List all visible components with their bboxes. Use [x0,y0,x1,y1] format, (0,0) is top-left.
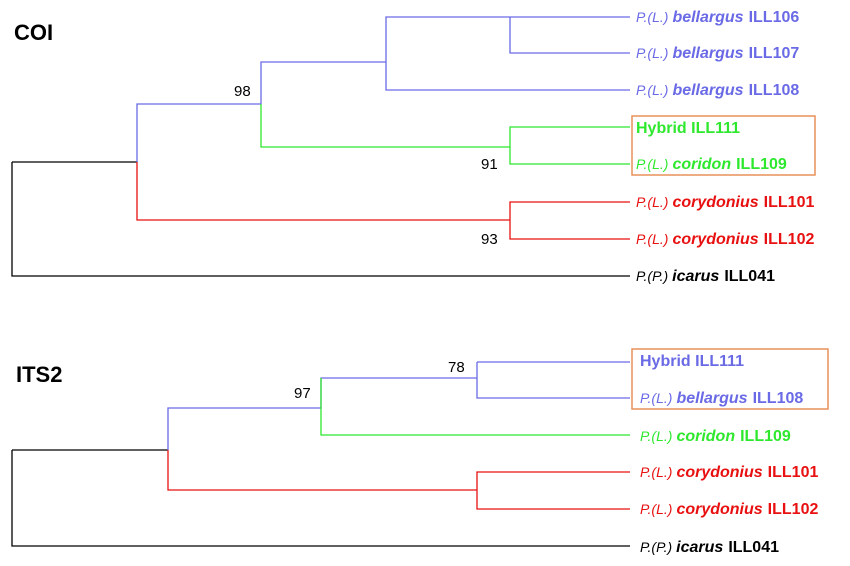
taxon-code: ILL102 [768,501,819,518]
taxon-species: corydonius [672,194,758,211]
taxon-label: P.(P.)icarus ILL041 [636,268,775,285]
taxon-code: ILL041 [728,539,779,556]
its2-corydonius-branch [167,450,630,510]
taxon-species: icarus [676,539,723,556]
taxon-species: bellargus [676,390,747,407]
taxon-code: ILL101 [764,194,815,211]
coi-root-branch [11,161,630,277]
taxon-species: corydonius [672,231,758,248]
taxon-genus: P.(L.) [636,82,668,98]
taxon-label: P.(L.)coridon ILL109 [640,428,791,445]
taxon-label: P.(L.)corydonius ILL102 [640,501,818,518]
taxon-code: ILL101 [768,464,819,481]
taxon-species: bellargus [672,45,743,62]
taxon-genus: P.(L.) [636,231,668,247]
coi-panel-title: COI [14,20,53,45]
taxon-genus: P.(P.) [636,268,668,284]
coi-support-label: 93 [481,231,498,248]
taxon-species: bellargus [672,82,743,99]
coi-bellargus-branch [136,16,630,162]
taxon-species: corydonius [676,501,762,518]
taxon-code: ILL102 [764,231,815,248]
taxon-genus: P.(L.) [640,501,672,517]
taxon-code: ILL106 [749,9,800,26]
taxon-label: Hybrid ILL111 [640,353,744,370]
coi-highlight-box [631,115,816,176]
taxon-code: ILL109 [740,428,791,445]
coi-tree-branches [11,16,630,277]
taxon-label: P.(L.)corydonius ILL101 [640,464,818,481]
its2-support-label: 97 [294,385,311,402]
its2-bellargus-branch [167,361,630,450]
taxon-genus: P.(L.) [636,9,668,25]
coi-support-label: 91 [481,156,498,173]
taxon-species: coridon [672,156,731,173]
its2-coridon-branch [320,378,630,436]
taxon-label: P.(L.)corydonius ILL102 [636,231,814,248]
taxon-code: ILL041 [724,268,775,285]
taxon-genus: P.(L.) [636,194,668,210]
taxon-genus: P.(P.) [640,539,672,555]
coi-support-label: 98 [234,83,251,100]
taxon-genus: P.(L.) [640,428,672,444]
taxon-species: corydonius [676,464,762,481]
taxon-code: Hybrid ILL111 [636,120,740,137]
its2-tree-branches [11,361,630,547]
taxon-label: Hybrid ILL111 [636,120,740,137]
taxon-code: ILL109 [736,156,787,173]
taxon-label: P.(L.)coridon ILL109 [636,156,787,173]
its2-highlight-box [631,348,829,410]
taxon-code: ILL107 [749,45,800,62]
taxon-code: Hybrid ILL111 [640,353,744,370]
taxon-code: ILL108 [749,82,800,99]
taxon-genus: P.(L.) [636,156,668,172]
taxon-genus: P.(L.) [636,45,668,61]
taxon-label: P.(L.)bellargus ILL107 [636,45,799,62]
coi-coridon-branch [260,104,630,165]
its2-root-branch [11,449,630,547]
taxon-species: coridon [676,428,735,445]
taxon-label: P.(P.)icarus ILL041 [640,539,779,556]
taxon-species: bellargus [672,9,743,26]
taxon-species: icarus [672,268,719,285]
taxon-label: P.(L.)bellargus ILL108 [640,390,803,407]
its2-panel-title: ITS2 [16,362,62,387]
its2-support-label: 78 [448,359,465,376]
coi-corydonius-branch [136,162,630,240]
taxon-label: P.(L.)bellargus ILL108 [636,82,799,99]
taxon-label: P.(L.)corydonius ILL101 [636,194,814,211]
taxon-label: P.(L.)bellargus ILL106 [636,9,799,26]
taxon-genus: P.(L.) [640,390,672,406]
taxon-genus: P.(L.) [640,464,672,480]
taxon-code: ILL108 [753,390,804,407]
